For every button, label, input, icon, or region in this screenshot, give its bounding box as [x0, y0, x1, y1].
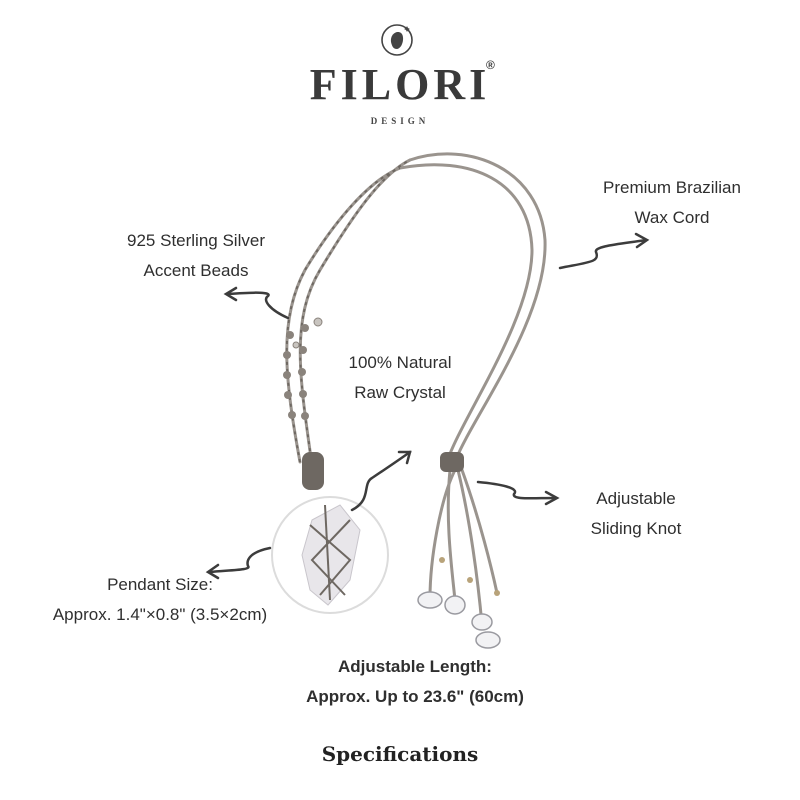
squiggle-arrow-icon [558, 238, 648, 270]
wax-cord-label: Premium Brazilian Wax Cord [582, 173, 762, 233]
crystal-line2: Raw Crystal [354, 383, 446, 402]
stone-logo-icon [381, 24, 413, 56]
raw-crystal-label: 100% Natural Raw Crystal [320, 348, 480, 408]
crystal-line1: 100% Natural [348, 353, 452, 372]
brand-subtitle: DESIGN [370, 116, 430, 126]
adjustable-length-label: Adjustable Length: Approx. Up to 23.6" (… [270, 652, 560, 712]
cord-line2: Wax Cord [634, 208, 710, 227]
specifications-title: Specifications [321, 742, 479, 766]
knot-line2: Sliding Knot [590, 519, 682, 538]
brand-name: FILORI [309, 60, 491, 109]
squiggle-arrow-icon [350, 450, 412, 512]
sterling-line2: Accent Beads [143, 261, 249, 280]
sterling-line1: 925 Sterling Silver [127, 231, 265, 250]
sterling-silver-label: 925 Sterling Silver Accent Beads [96, 226, 296, 286]
pendant-size-label: Pendant Size: Approx. 1.4"×0.8" (3.5×2cm… [20, 570, 300, 630]
squiggle-arrow-icon [208, 546, 272, 574]
length-line1: Adjustable Length: [338, 657, 492, 676]
cord-line1: Premium Brazilian [603, 178, 741, 197]
knot-line1: Adjustable [596, 489, 676, 508]
length-line2: Approx. Up to 23.6" (60cm) [306, 687, 524, 706]
squiggle-arrow-icon [476, 480, 558, 500]
pendant-line1: Pendant Size: [107, 575, 213, 594]
squiggle-arrow-icon [226, 291, 290, 320]
registered-mark: ® [486, 58, 495, 72]
sliding-knot-label: Adjustable Sliding Knot [566, 484, 706, 544]
pendant-line2: Approx. 1.4"×0.8" (3.5×2cm) [52, 605, 268, 624]
